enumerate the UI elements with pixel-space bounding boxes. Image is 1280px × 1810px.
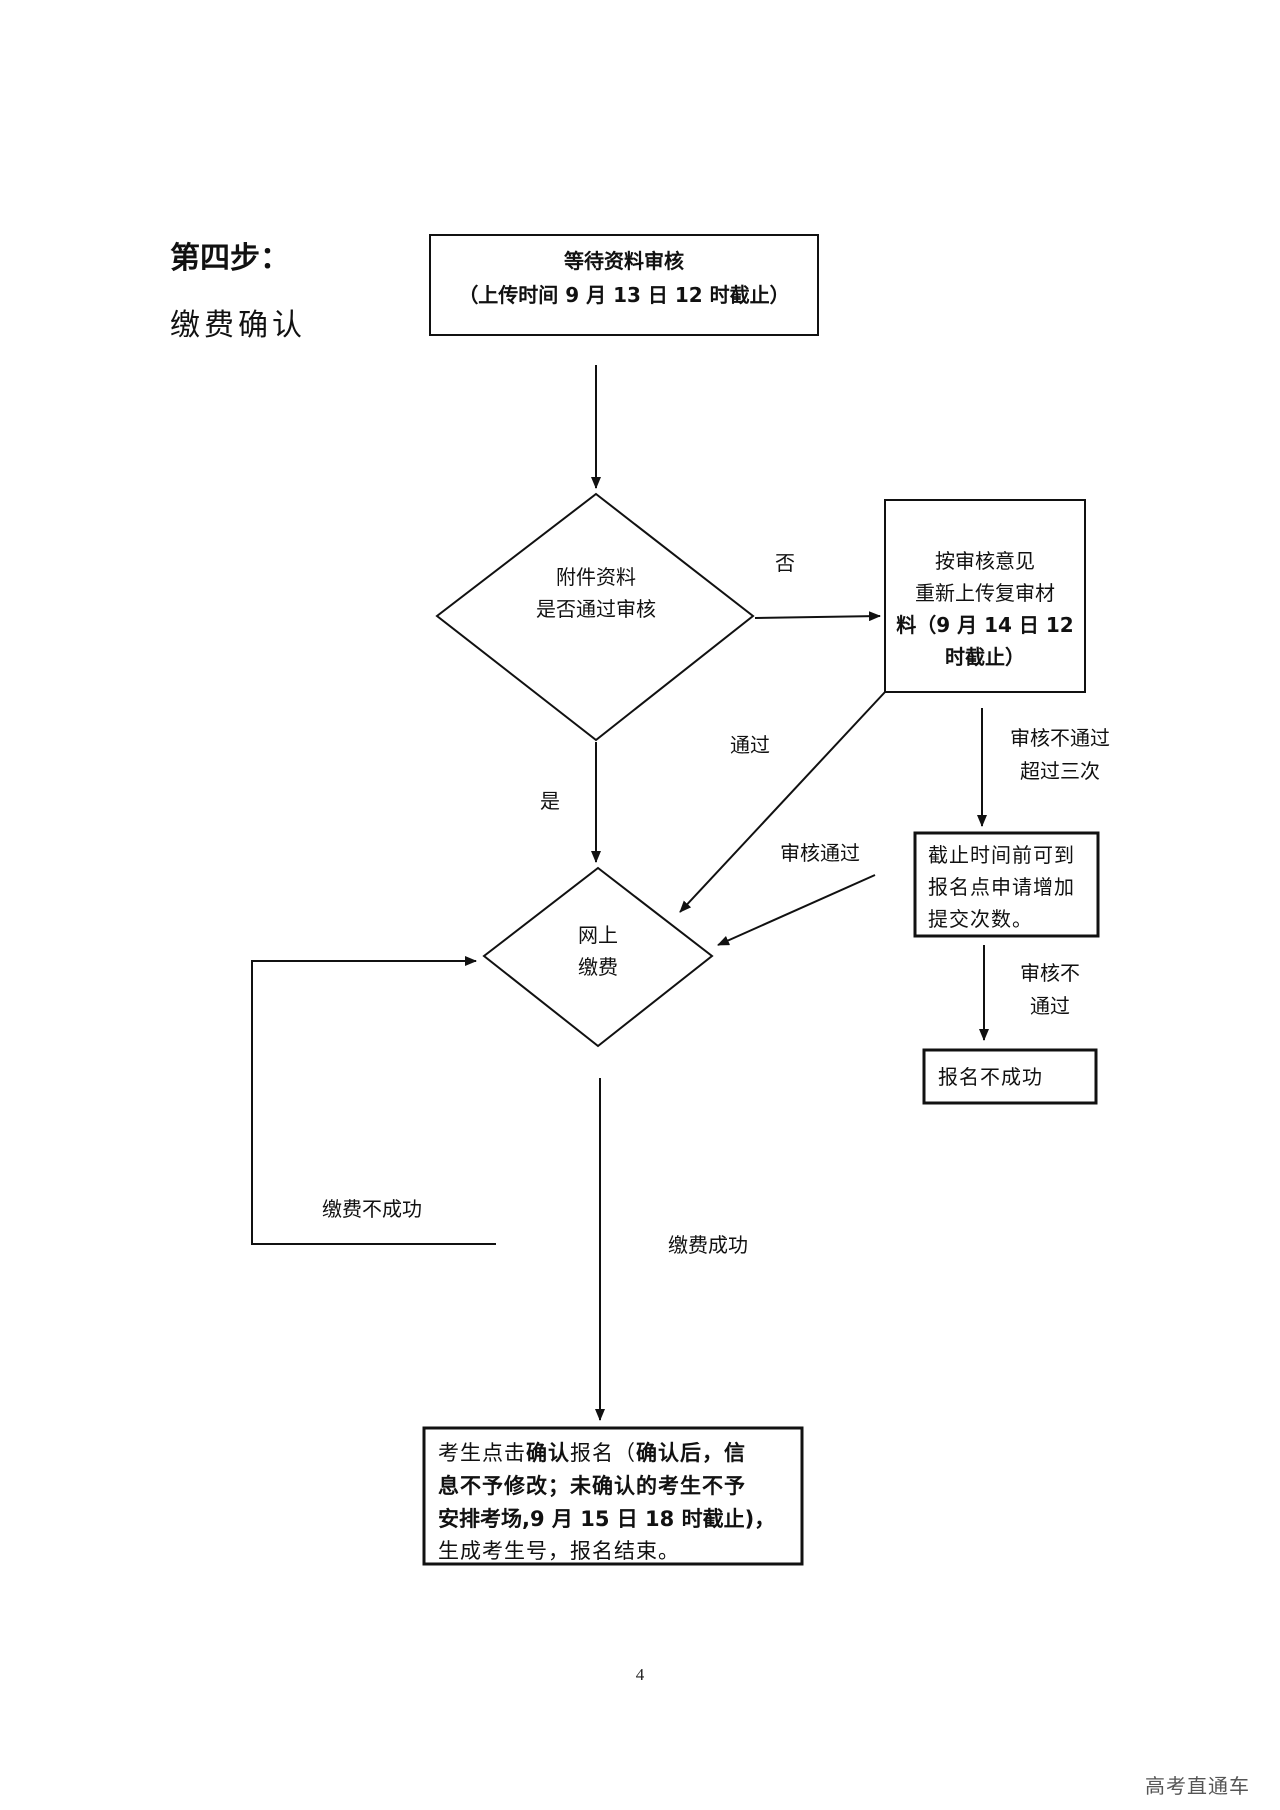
fail-box <box>922 1048 1098 1105</box>
extra-attempts-box <box>913 831 1100 938</box>
label-fail-three-1: 审核不通过 <box>1010 726 1110 750</box>
step-heading: 第四步： <box>170 241 290 276</box>
confirm-line4: 生成考生号，报名结束。 <box>438 1539 680 1563</box>
label-fail-three-2: 超过三次 <box>1020 759 1100 783</box>
decision-line1: 附件资料 <box>556 565 636 589</box>
label-no: 否 <box>775 551 795 575</box>
wait-review-line2: （上传时间 9 月 13 日 12 时截止） <box>458 283 789 307</box>
label-fail-2: 通过 <box>1030 994 1070 1018</box>
decision-line2: 是否通过审核 <box>536 597 656 621</box>
page-number: 4 <box>635 1665 645 1684</box>
confirm-line3: 安排考场,9 月 15 日 18 时截止)， <box>438 1507 775 1531</box>
online-pay-line2: 缴费 <box>578 955 618 979</box>
label-pay-success: 缴费成功 <box>668 1233 748 1257</box>
step-title: 缴费确认 <box>170 308 306 343</box>
online-pay-diamond <box>482 866 714 1048</box>
label-pass: 通过 <box>730 733 770 757</box>
arrow-pay-fail-loop <box>251 956 496 1245</box>
reupload-line1: 按审核意见 <box>935 549 1035 573</box>
confirm-line1: 考生点击确认报名（确认后，信 <box>438 1441 746 1465</box>
online-pay-line1: 网上 <box>578 923 618 947</box>
confirm-box <box>422 1426 804 1566</box>
fail-label: 报名不成功 <box>938 1065 1043 1089</box>
decision-diamond <box>435 492 755 742</box>
label-review-pass: 审核通过 <box>780 841 860 865</box>
arrow-no <box>754 611 881 622</box>
extra-line2: 报名点申请增加 <box>928 875 1075 899</box>
reupload-line4: 时截止） <box>945 645 1025 669</box>
extra-line1: 截止时间前可到 <box>928 843 1075 867</box>
reupload-line2: 重新上传复审材 <box>915 581 1055 605</box>
reupload-line3: 料（9 月 14 日 12 <box>896 613 1073 637</box>
extra-line3: 提交次数。 <box>928 907 1033 931</box>
arrow-review-pass <box>717 874 876 946</box>
label-yes: 是 <box>540 789 560 813</box>
label-pay-fail: 缴费不成功 <box>322 1197 422 1221</box>
wait-review-box <box>429 234 819 336</box>
wait-review-line1: 等待资料审核 <box>564 249 684 273</box>
reupload-box <box>884 499 1086 693</box>
arrow-pass <box>679 691 886 913</box>
label-fail-1: 审核不 <box>1020 961 1080 985</box>
confirm-line2: 息不予修改；未确认的考生不予 <box>438 1474 746 1498</box>
watermark: 高考直通车 <box>1145 1774 1250 1798</box>
